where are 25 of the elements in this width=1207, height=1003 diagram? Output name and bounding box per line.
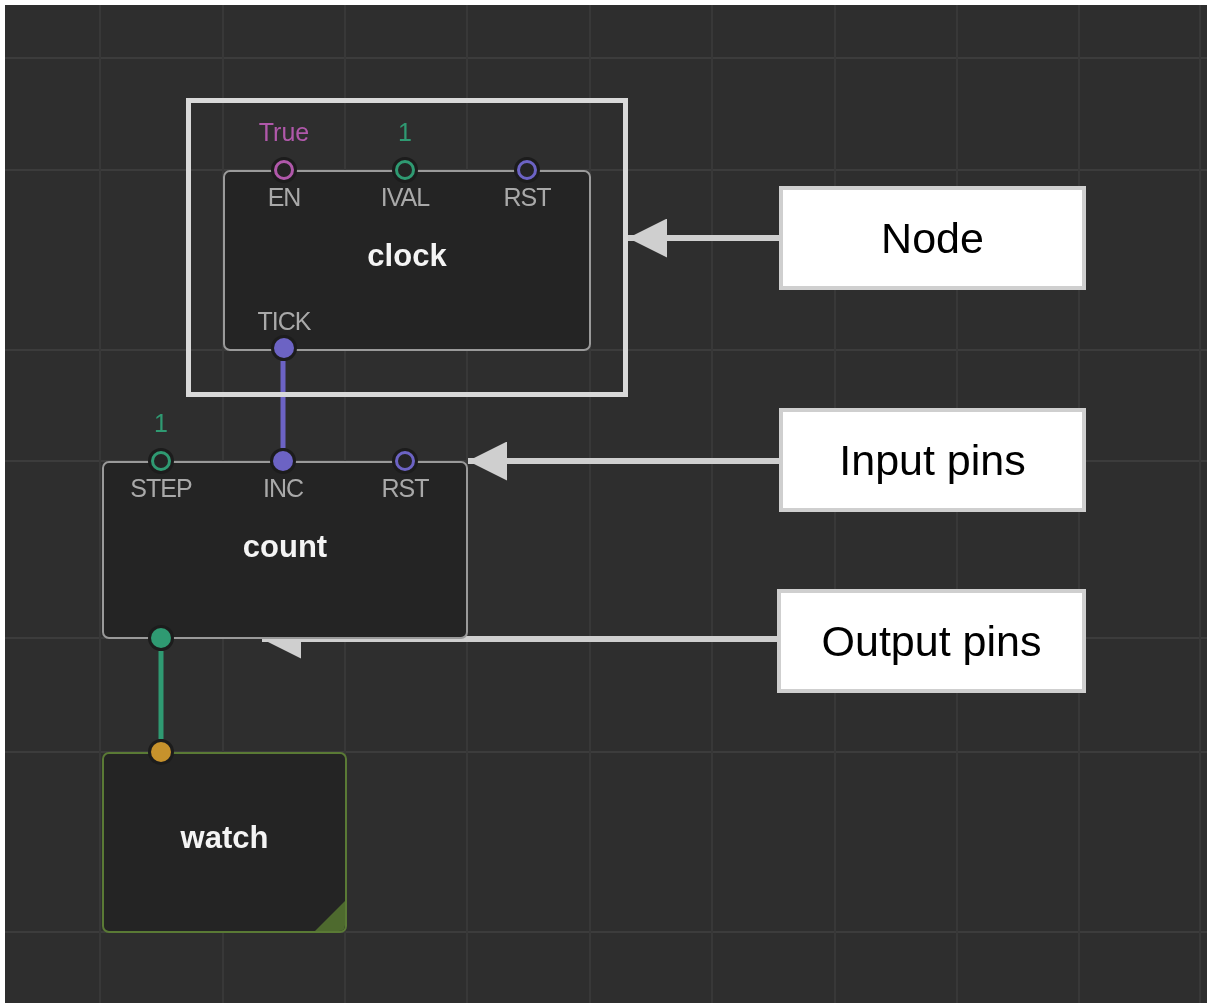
link-line [158,651,164,739]
pin-label: INC [262,474,304,502]
node-box [102,752,347,933]
callout-text: Node [881,213,984,263]
highlight-frame [186,98,628,397]
pin-label: IVAL [380,183,430,211]
pin-label: RST [381,474,429,502]
callout-text: Output pins [821,616,1042,666]
callout-box [779,408,1086,512]
pin-value: 1 [153,409,169,437]
arrow [468,441,779,481]
node-title: count [241,529,329,565]
pin-label: STEP [130,474,192,502]
pin-label: TICK [257,307,311,335]
node-title: clock [366,238,448,274]
callout-text: Input pins [839,435,1026,485]
arrow [628,218,779,258]
pin-label: RST [503,183,551,211]
node-title: watch [179,820,270,856]
pin-value: 1 [397,118,413,146]
link-line [280,361,286,448]
callout-box [779,186,1086,290]
pin-label: EN [267,183,301,211]
pin-value: True [257,118,311,146]
callout-box [777,589,1086,693]
